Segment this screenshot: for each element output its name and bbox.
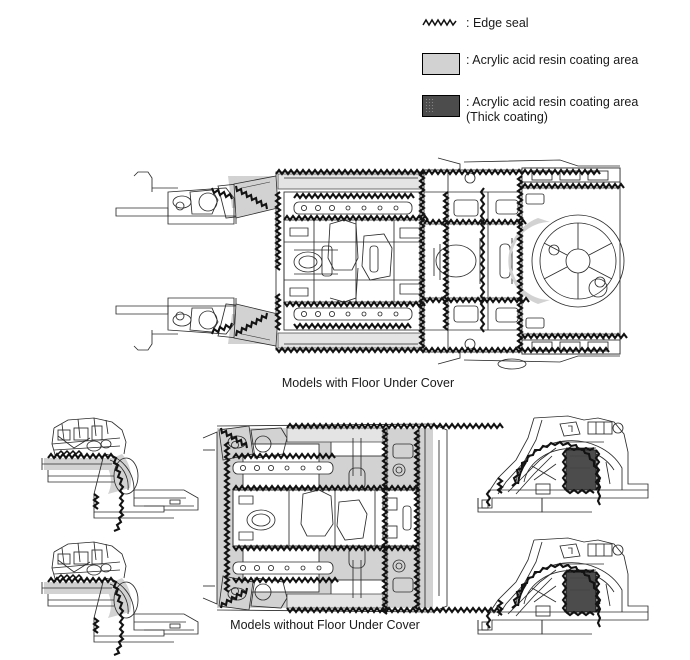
rear-floor <box>423 169 525 353</box>
spare-tire-well <box>508 167 625 355</box>
left-lower-detail-figure <box>34 538 204 656</box>
underbody-body <box>115 157 628 370</box>
legend: : Edge seal : Acrylic acid resin coating… <box>418 16 686 143</box>
floor-pan-detail <box>283 219 425 303</box>
legend-item-coating-thick: : Acrylic acid resin coating area (Thick… <box>418 95 686 125</box>
main-underbody-figure: Models with Floor Under Cover <box>108 157 628 390</box>
front-frame-rails <box>115 171 245 351</box>
front-wheelhouse-drawing-upper <box>41 417 199 532</box>
legend-label-coating-thick: : Acrylic acid resin coating area (Thick… <box>466 95 639 124</box>
coating-thick-swatch <box>418 95 464 117</box>
rear-wheelhouse-drawing-upper <box>477 415 649 513</box>
bottom-underbody-drawing <box>202 422 504 615</box>
bottom-figure-caption: Models without Floor Under Cover <box>230 618 420 632</box>
legend-item-coating-light: : Acrylic acid resin coating area <box>418 53 686 75</box>
main-figure-caption: Models with Floor Under Cover <box>281 376 455 390</box>
front-wheelhouse-drawing-lower <box>41 541 199 656</box>
edge-seal-lines <box>211 168 628 354</box>
right-upper-detail-figure <box>472 412 652 524</box>
legend-label-coating-light: : Acrylic acid resin coating area <box>466 53 639 67</box>
legend-label-edge-seal: : Edge seal <box>466 16 529 30</box>
main-underbody-drawing <box>115 157 628 370</box>
edge-seal-icon <box>418 16 464 30</box>
coating-light-swatch <box>418 53 464 75</box>
legend-item-edge-seal: : Edge seal <box>418 16 686 31</box>
bottom-underbody-figure: Models without Floor Under Cover <box>202 420 504 632</box>
left-upper-detail-figure <box>34 414 204 532</box>
thick-coating-patch <box>565 449 597 491</box>
side-sills <box>277 173 425 349</box>
right-lower-detail-figure <box>472 534 652 646</box>
thick-coating-patch <box>565 571 597 613</box>
rear-wheelhouse-drawing-lower <box>477 537 649 635</box>
